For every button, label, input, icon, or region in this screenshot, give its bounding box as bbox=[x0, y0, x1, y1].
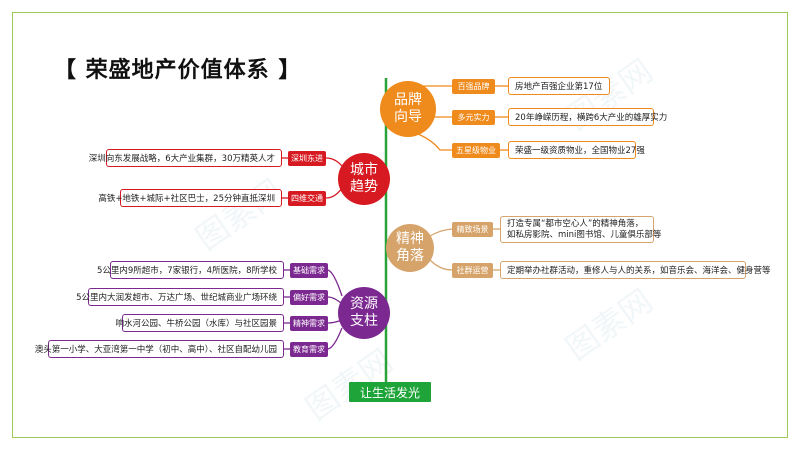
spirit-box-2: 定期举办社群活动，重修人与人的关系，如音乐会、海洋会、健身营等 bbox=[500, 261, 771, 279]
resource-box-2: 5公里内大润发超市、万达广场、世纪城商业广场环绕 bbox=[76, 288, 284, 306]
spirit-tag-2: 社群运营 bbox=[452, 263, 493, 278]
spirit-box-1: 打造专属“都市空心人”的精神角落， 如私房影院、mini图书馆、儿童俱乐部等 bbox=[500, 216, 661, 243]
page-title: 【 荣盛地产价值体系 】 bbox=[54, 58, 302, 83]
resource-tag-4: 教育需求 bbox=[290, 342, 328, 357]
resource-tag-3: 精神需求 bbox=[290, 316, 328, 331]
brand-tag-2: 多元实力 bbox=[452, 110, 495, 125]
spirit-node-label: 精神 角落 bbox=[396, 231, 424, 264]
brand-box-1: 房地产百强企业第17位 bbox=[508, 77, 610, 95]
resource-box-4: 澳头第一小学、大亚湾第一中学（初中、高中）、社区自配幼儿园 bbox=[35, 340, 284, 358]
brand-box-2: 20年峥嵘历程，横跨6大产业的雄厚实力 bbox=[508, 108, 667, 126]
resource-tag-2: 偏好需求 bbox=[290, 290, 328, 305]
brand-tag-3: 五星级物业 bbox=[452, 143, 500, 158]
city-tag-1: 深圳东进 bbox=[288, 151, 326, 166]
brand-node-label: 品牌 向导 bbox=[394, 92, 422, 125]
brand-tag-1: 百强品牌 bbox=[452, 79, 495, 94]
city-node-label: 城市 趋势 bbox=[350, 162, 378, 195]
brand-node: 品牌 向导 bbox=[380, 81, 436, 137]
city-box-2: 高铁+地铁+城际+社区巴士，25分钟直抵深圳 bbox=[98, 189, 282, 207]
resource-node: 资源 支柱 bbox=[338, 287, 390, 339]
spirit-node: 精神 角落 bbox=[386, 224, 434, 272]
resource-box-1: 5公里内9所超市，7家银行，4所医院，8所学校 bbox=[97, 261, 284, 279]
brand-box-3: 荣盛一级资质物业，全国物业27强 bbox=[508, 141, 645, 159]
city-node: 城市 趋势 bbox=[338, 153, 390, 205]
center-label: 让生活发光 bbox=[349, 382, 431, 402]
resource-tag-1: 基础需求 bbox=[290, 263, 328, 278]
city-box-1: 深圳向东发展战略，6大产业集群，30万精英人才 bbox=[89, 149, 282, 167]
page-frame bbox=[12, 12, 788, 438]
city-tag-2: 四维交通 bbox=[288, 191, 326, 206]
spirit-tag-1: 精致场景 bbox=[452, 222, 493, 237]
resource-box-3: 响水河公园、牛桥公园（水库）与社区园景 bbox=[115, 314, 284, 332]
resource-node-label: 资源 支柱 bbox=[350, 296, 378, 329]
